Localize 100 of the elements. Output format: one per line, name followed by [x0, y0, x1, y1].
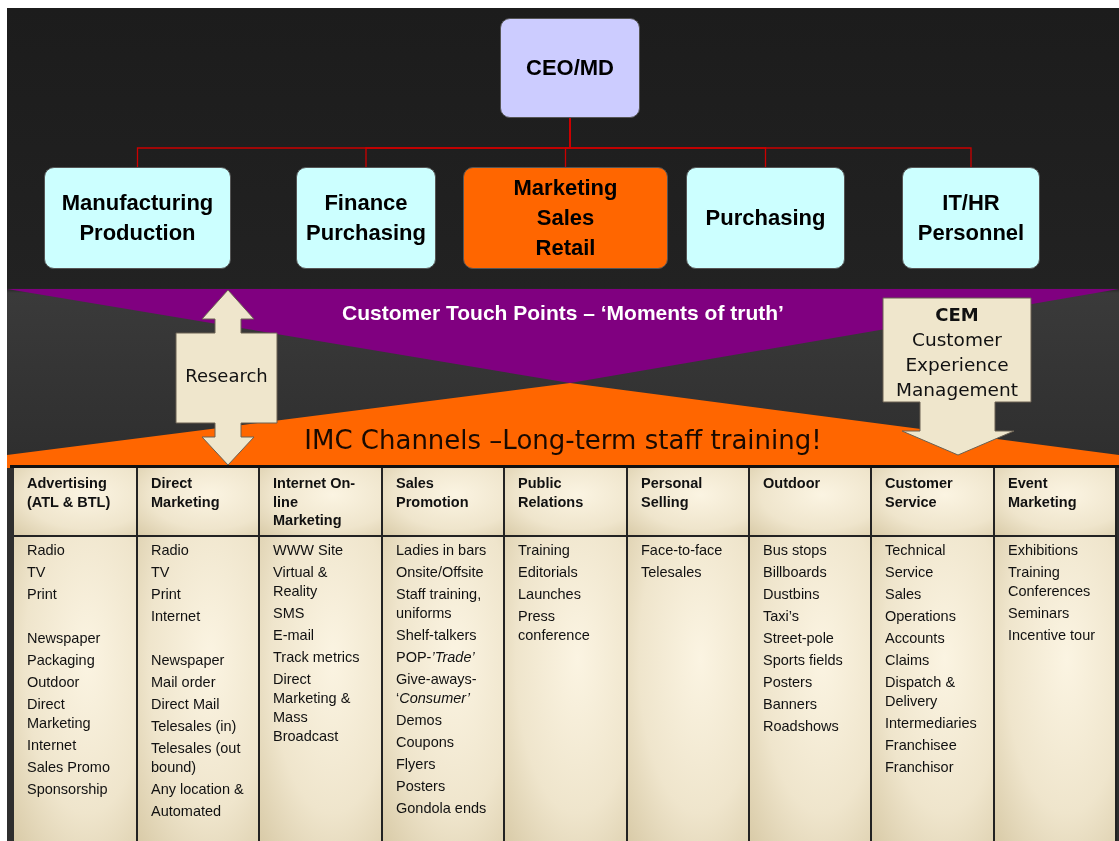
channel-item: SMS	[273, 604, 306, 623]
channel-item: E-mail	[273, 626, 316, 645]
box-label: Manufacturing Production	[60, 189, 215, 247]
channel-item: Telesales	[641, 563, 703, 582]
table-cell	[260, 537, 383, 841]
channel-item: Franchisee	[885, 736, 958, 755]
table-header-cell	[995, 468, 1117, 537]
channel-item: Exhibitions	[1008, 541, 1080, 560]
channel-item: Direct Marketing	[27, 695, 92, 733]
channel-item: Track metrics	[273, 648, 361, 667]
arrow-label: Customer Experience Management	[896, 329, 1018, 400]
table-cell	[138, 537, 260, 841]
channel-item: Any location &	[151, 780, 245, 799]
channel-item: Staff training, uniforms	[396, 585, 483, 623]
channel-item: Claims	[885, 651, 931, 670]
department-box	[463, 167, 668, 269]
channel-item: Ladies in bars	[396, 541, 488, 560]
channel-item: Service	[885, 563, 935, 582]
channel-item: Newspaper	[27, 629, 102, 648]
table-cell	[995, 537, 1117, 841]
column-heading: Event Marketing	[1008, 474, 1078, 511]
channel-item: Roadshows	[763, 717, 840, 736]
channel-item: Shelf-talkers	[396, 626, 478, 645]
channel-item: WWW Site	[273, 541, 345, 560]
channel-item: Sales	[885, 585, 923, 604]
channel-item: Automated	[151, 802, 223, 821]
channel-item: Sponsorship	[27, 780, 109, 799]
channel-item: POP-’Trade’	[396, 648, 476, 667]
department-box	[686, 167, 845, 269]
channel-item: Technical	[885, 541, 947, 560]
table-header-cell	[750, 468, 872, 537]
column-heading: Customer Service	[885, 474, 954, 511]
table-cell	[383, 537, 505, 841]
channel-item: Give-aways- ‘Consumer’	[396, 670, 478, 708]
channel-item: Direct Marketing & Mass Broadcast	[273, 670, 352, 746]
channel-item: Press conference	[518, 607, 591, 645]
table-header-cell	[383, 468, 505, 537]
department-box	[902, 167, 1040, 269]
channel-item: Sales Promo	[27, 758, 111, 777]
table-header-cell	[14, 468, 138, 537]
channel-item: Launches	[518, 585, 582, 604]
channel-item: Internet	[27, 736, 78, 755]
channel-item: Demos	[396, 711, 443, 730]
department-box	[44, 167, 231, 269]
channel-item: Street-pole	[763, 629, 835, 648]
channel-item: Radio	[151, 541, 190, 560]
channel-item: Telesales (in)	[151, 717, 238, 736]
channel-item: Gondola ends	[396, 799, 488, 818]
table-cell	[750, 537, 872, 841]
table-header-cell	[138, 468, 260, 537]
column-heading: Personal Selling	[641, 474, 704, 511]
column-heading: Public Relations	[518, 474, 585, 511]
channel-item: Outdoor	[27, 673, 81, 692]
channel-item: Bus stops	[763, 541, 828, 560]
box-label: CEO/MD	[526, 54, 614, 82]
channel-item: Seminars	[1008, 604, 1071, 623]
channel-item: Training	[518, 541, 571, 560]
channel-item: Banners	[763, 695, 818, 714]
channel-item: Billboards	[763, 563, 828, 582]
channel-item: Mail order	[151, 673, 217, 692]
table-header-cell	[872, 468, 995, 537]
table-cell	[505, 537, 628, 841]
channel-item: Incentive tour	[1008, 626, 1097, 645]
channel-item: Franchisor	[885, 758, 955, 777]
column-heading: Internet On-line Marketing	[273, 474, 357, 530]
box-label: IT/HR Personnel	[916, 189, 1026, 247]
channel-item: Dustbins	[763, 585, 821, 604]
channel-item: Telesales (out bound)	[151, 739, 242, 777]
column-heading: Sales Promotion	[396, 474, 470, 511]
channel-item: Face-to-face	[641, 541, 724, 560]
channel-item: Posters	[763, 673, 814, 692]
channel-item: Newspaper	[151, 651, 226, 670]
channel-item: Operations	[885, 607, 957, 626]
column-heading: Outdoor	[763, 474, 822, 493]
channel-item: Print	[27, 585, 58, 604]
box-label: Finance Purchasing	[305, 189, 427, 247]
channel-item: Packaging	[27, 651, 96, 670]
arrow-label: Research	[185, 365, 268, 386]
channel-item: Print	[151, 585, 182, 604]
channel-item: Intermediaries	[885, 714, 978, 733]
channel-item: Editorials	[518, 563, 579, 582]
box-label: Purchasing	[705, 204, 826, 232]
channel-item: Dispatch & Delivery	[885, 673, 957, 711]
table-header-cell	[628, 468, 750, 537]
channel-item: Coupons	[396, 733, 456, 752]
channel-item: Direct Mail	[151, 695, 221, 714]
column-heading: Direct Marketing	[151, 474, 221, 511]
arrow-label: CEM	[935, 304, 979, 325]
channel-item: Posters	[396, 777, 447, 796]
table-cell	[14, 537, 138, 841]
channel-item: Sports fields	[763, 651, 844, 670]
channel-item: Flyers	[396, 755, 437, 774]
channel-item: TV	[27, 563, 47, 582]
band-title: Customer Touch Points – ‘Moments of truth’	[342, 301, 784, 324]
table-cell	[628, 537, 750, 841]
channel-item: Internet	[151, 607, 202, 626]
channel-item: Training Conferences	[1008, 563, 1092, 601]
channel-item: Accounts	[885, 629, 946, 648]
channel-item: Radio	[27, 541, 66, 560]
column-heading: Advertising (ATL & BTL)	[27, 474, 112, 511]
